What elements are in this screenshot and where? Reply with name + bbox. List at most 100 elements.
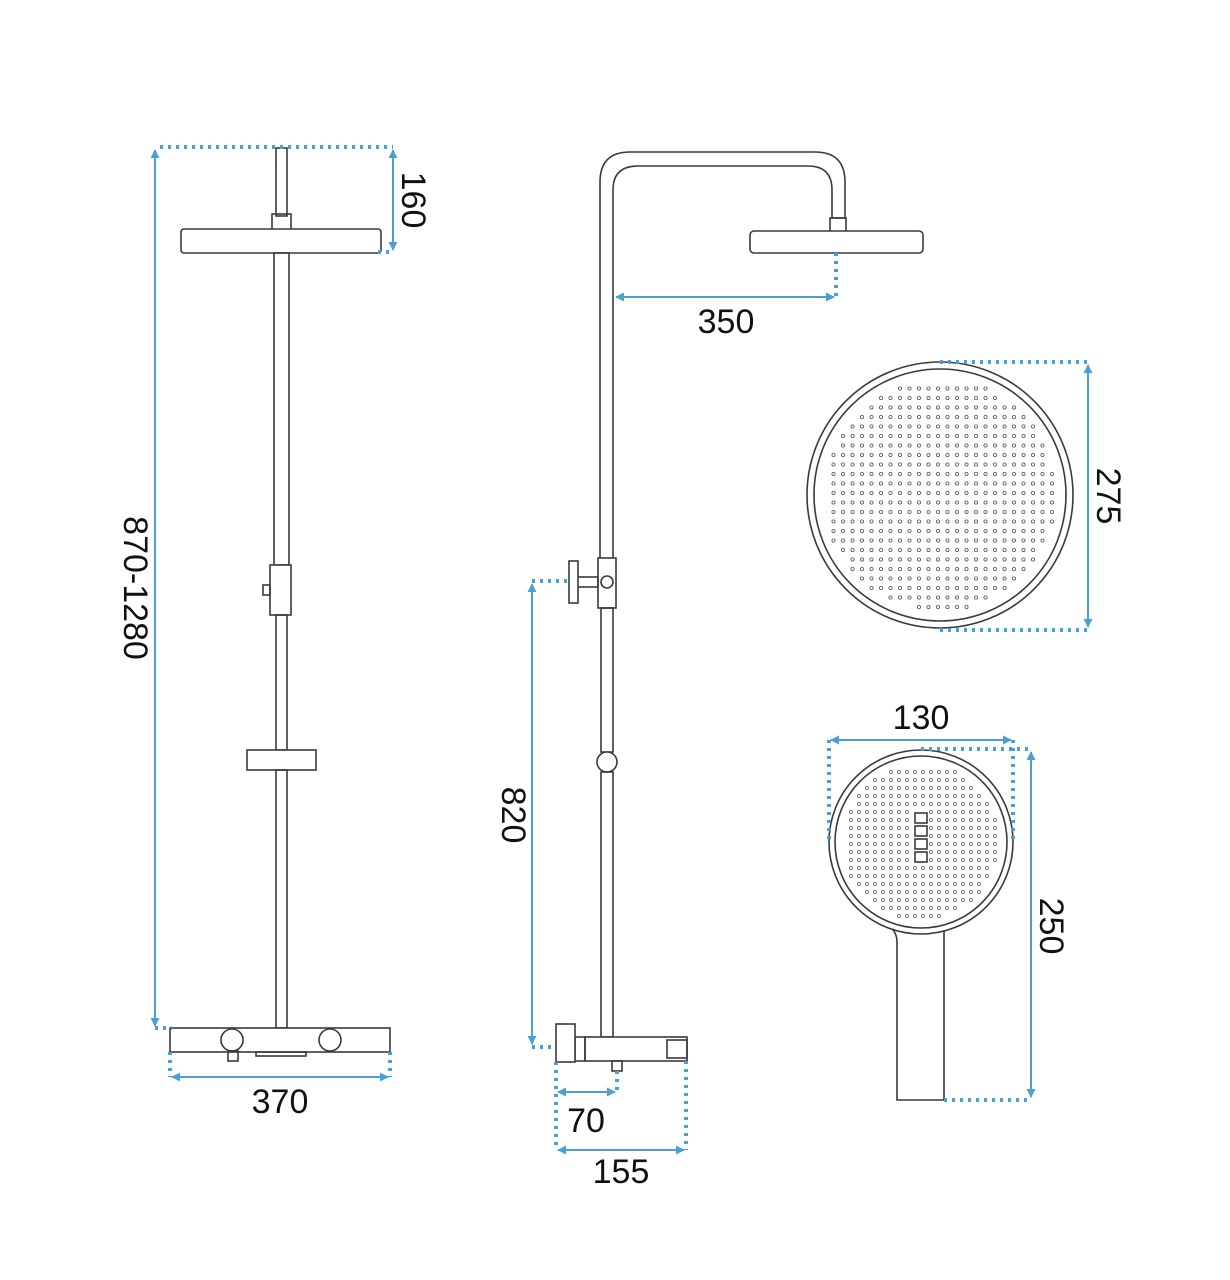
nozzle-dot [888, 433, 893, 438]
nozzle-dot [907, 462, 912, 467]
nozzle-dot [888, 424, 893, 429]
nozzle-dot [945, 850, 949, 854]
nozzle-dot [961, 802, 965, 806]
nozzle-dot [831, 519, 836, 524]
nozzle-dot [1021, 481, 1026, 486]
nozzle-dot [993, 405, 998, 410]
nozzle-dot [879, 519, 884, 524]
nozzle-dot [917, 509, 922, 514]
nozzle-dot [1021, 490, 1026, 495]
nozzle-dot [955, 386, 960, 391]
nozzle-dot [937, 786, 941, 790]
nozzle-dot [993, 834, 997, 838]
nozzle-dot [1002, 405, 1007, 410]
nozzle-dot [993, 576, 998, 581]
nozzle-dot [936, 548, 941, 553]
nozzle-dot [936, 481, 941, 486]
nozzle-dot [1031, 424, 1036, 429]
nozzle-dot [985, 874, 989, 878]
nozzle-dot [929, 898, 933, 902]
nozzle-dot [936, 605, 941, 610]
nozzle-dot [1031, 481, 1036, 486]
nozzle-dot [857, 874, 861, 878]
nozzle-dot [936, 538, 941, 543]
nozzle-dot [841, 500, 846, 505]
nozzle-dot [898, 500, 903, 505]
nozzle-dot [953, 890, 957, 894]
dimension-valve-height: 820 [494, 579, 570, 1049]
nozzle-dot [869, 462, 874, 467]
nozzle-dot [974, 548, 979, 553]
nozzle-dot [961, 898, 965, 902]
front-top-pipe [275, 147, 288, 217]
nozzle-dot [905, 914, 909, 918]
nozzle-dot [969, 842, 973, 846]
nozzle-dot [955, 595, 960, 600]
nozzle-dot [850, 500, 855, 505]
nozzle-dot [841, 462, 846, 467]
nozzle-dot [977, 826, 981, 830]
side-lower-riser [600, 607, 614, 753]
nozzle-dot [1040, 471, 1045, 476]
nozzle-dot [964, 519, 969, 524]
hand-shower-face [828, 749, 1014, 935]
nozzle-dot [898, 576, 903, 581]
nozzle-dot [945, 395, 950, 400]
nozzle-dot [905, 842, 909, 846]
nozzle-dot [888, 519, 893, 524]
nozzle-dot [936, 586, 941, 591]
nozzle-dot [831, 452, 836, 457]
nozzle-dot [873, 858, 877, 862]
nozzle-dot [926, 471, 931, 476]
nozzle-dot [974, 500, 979, 505]
nozzle-dot [897, 778, 901, 782]
nozzle-dot [1031, 471, 1036, 476]
nozzle-dot [937, 794, 941, 798]
nozzle-dot [1050, 500, 1055, 505]
front-bottom-riser [275, 769, 288, 1029]
nozzle-dot [977, 882, 981, 886]
nozzle-dot [936, 519, 941, 524]
nozzle-dot [1021, 433, 1026, 438]
nozzle-dot [905, 882, 909, 886]
nozzle-dot [857, 850, 861, 854]
nozzle-dot [926, 424, 931, 429]
side-shower-head [749, 230, 924, 254]
nozzle-dot [881, 786, 885, 790]
nozzle-dot [850, 471, 855, 476]
side-head-connector [829, 217, 847, 233]
front-thermostatic-mixer [169, 1027, 391, 1053]
front-lower-riser [275, 614, 288, 751]
nozzle-dot [983, 538, 988, 543]
nozzle-dot [897, 818, 901, 822]
nozzle-dot [1040, 500, 1045, 505]
nozzle-dot [879, 529, 884, 534]
nozzle-dot [841, 529, 846, 534]
nozzle-dot [907, 538, 912, 543]
nozzle-dot [945, 810, 949, 814]
nozzle-dot [936, 462, 941, 467]
nozzle-dot [921, 914, 925, 918]
nozzle-dot [841, 538, 846, 543]
nozzle-dot [898, 386, 903, 391]
nozzle-dot [983, 414, 988, 419]
nozzle-dot [869, 490, 874, 495]
nozzle-dot [860, 490, 865, 495]
nozzle-dot [1002, 414, 1007, 419]
nozzle-dot [964, 405, 969, 410]
nozzle-dot [945, 481, 950, 486]
nozzle-dot [917, 405, 922, 410]
nozzle-dot [907, 576, 912, 581]
nozzle-dot [850, 443, 855, 448]
nozzle-dot [953, 818, 957, 822]
nozzle-dot [873, 818, 877, 822]
nozzle-dot [869, 452, 874, 457]
nozzle-dot [974, 567, 979, 572]
nozzle-dot [1031, 500, 1036, 505]
nozzle-dot [905, 834, 909, 838]
nozzle-dot [905, 818, 909, 822]
nozzle-dot [945, 890, 949, 894]
nozzle-dot [898, 538, 903, 543]
nozzle-dot [945, 826, 949, 830]
nozzle-dot [945, 452, 950, 457]
